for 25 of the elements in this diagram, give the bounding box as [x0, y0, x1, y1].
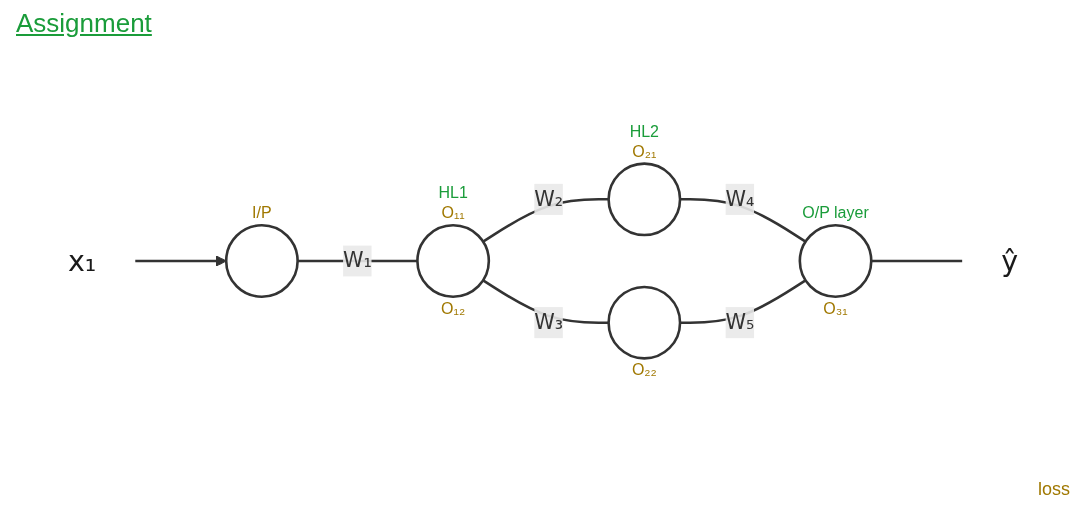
node-circle [224, 224, 299, 298]
edge-label: W₁ [343, 248, 372, 273]
diagram-title: Assignment [16, 8, 153, 39]
node-caption: O₁₂ [441, 298, 466, 319]
node-caption: HL1 [438, 183, 468, 204]
node-circle [416, 224, 491, 298]
edge-label: W₂ [534, 186, 564, 211]
node-caption: O₁₁ [441, 203, 465, 224]
node-caption: O/P layer [802, 203, 869, 224]
node-caption: I/P [252, 203, 272, 224]
node-caption: O₂₁ [632, 141, 657, 162]
connector [871, 259, 963, 263]
node-circle [607, 162, 682, 237]
node-circle [607, 285, 682, 360]
node-caption: HL2 [629, 121, 659, 142]
node-circle [798, 224, 873, 298]
note-text: loss [1038, 479, 1070, 500]
edge-label: W₄ [725, 186, 755, 211]
node-caption: O₂₂ [631, 360, 657, 381]
arrow [135, 255, 227, 267]
node-text: x₁ [67, 244, 97, 278]
edge-label: W₃ [534, 309, 564, 335]
edge-label: W₅ [725, 309, 755, 335]
node-text: ŷ [1001, 244, 1019, 278]
node-caption: O₃₁ [823, 298, 848, 319]
